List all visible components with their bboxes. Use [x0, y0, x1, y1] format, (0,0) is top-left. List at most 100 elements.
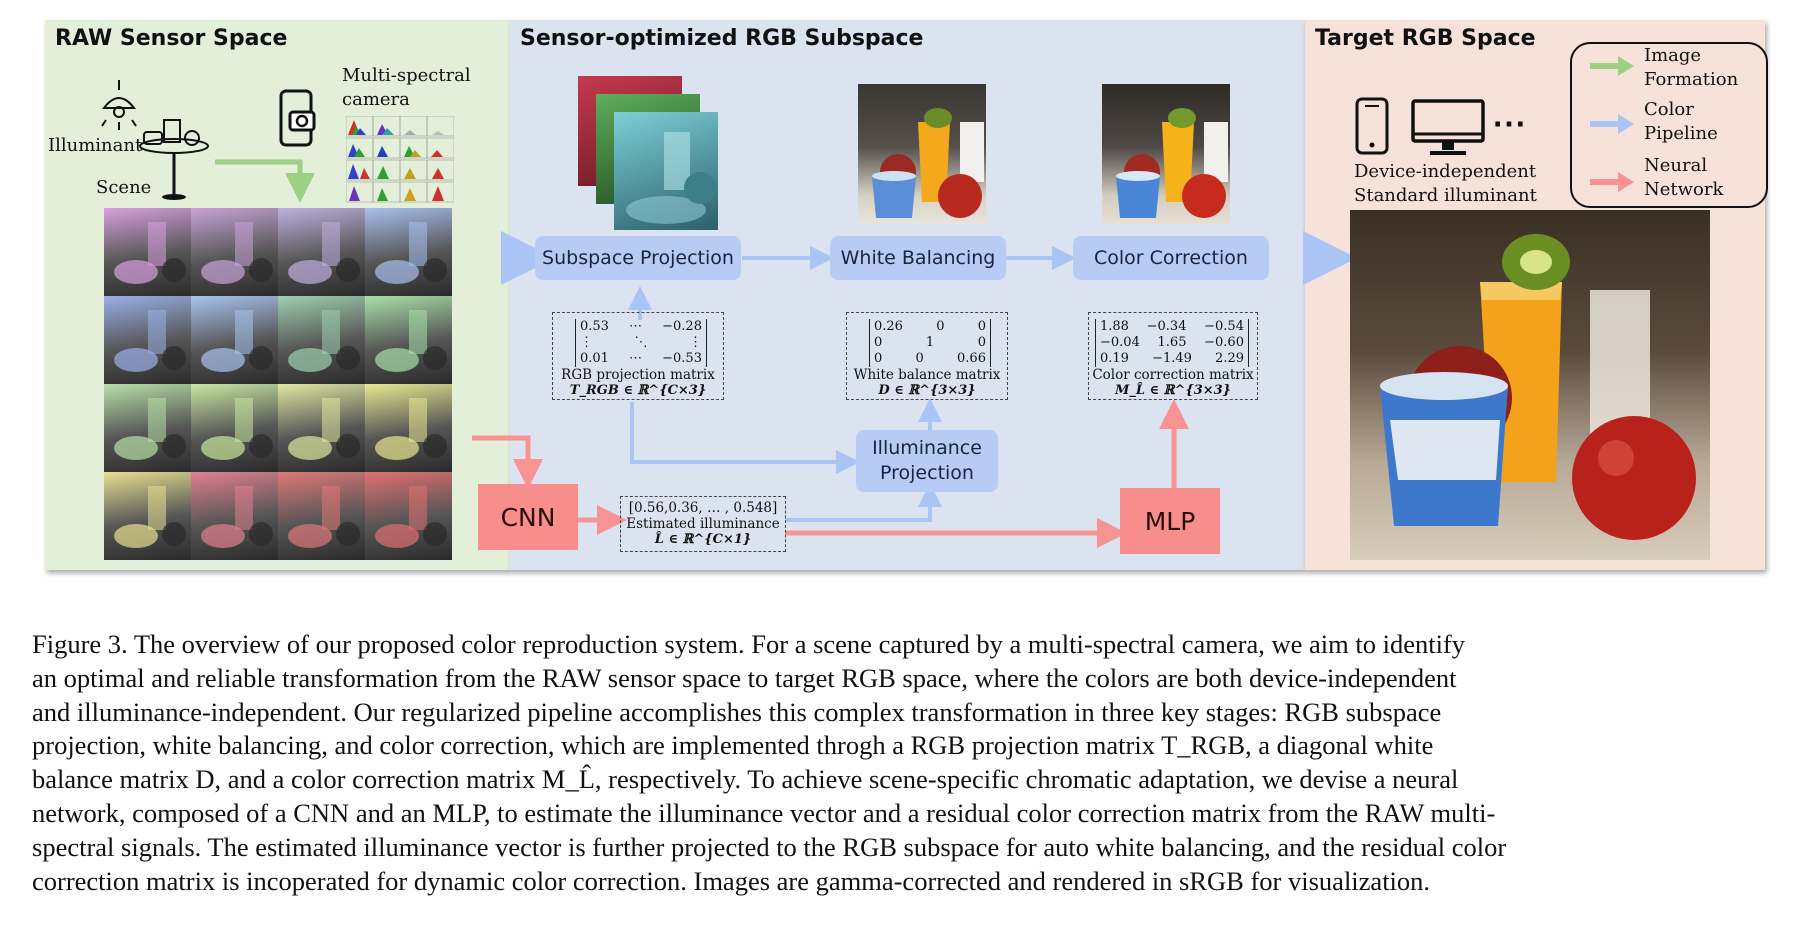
raw-panel-title: RAW Sensor Space [55, 26, 288, 51]
raw-channel-tile [104, 472, 191, 560]
device-independent-label: Device-independent [1354, 161, 1537, 182]
blue-arrow-matrix-to-illum [630, 402, 860, 474]
legend-image-formation-2: Formation [1644, 69, 1739, 90]
matrix-cell: 0 [874, 335, 883, 350]
raw-channel-tile [104, 296, 191, 384]
legend: Image Formation Color Pipeline Neural Ne… [1570, 42, 1768, 208]
raw-channel-tile [191, 296, 278, 384]
more-devices-ellipsis: ⋯ [1492, 104, 1526, 144]
matrix-cell: 0.19 [1100, 351, 1129, 366]
matrix-cell: 0.66 [957, 351, 986, 366]
illuminance-vector-values: [0.56,0.36, … , 0.548] [628, 500, 778, 516]
raw-channel-tile [278, 208, 365, 296]
matrix-cell: 0 [977, 335, 986, 350]
caption-line: projection, white balancing, and color c… [32, 730, 1434, 761]
mlp-box: MLP [1120, 488, 1220, 554]
illuminance-projection-label-1: Illuminance [872, 437, 982, 460]
white-balance-matrix-symbol: D ∈ ℝ^{3×3} [878, 383, 976, 398]
matrix-cell: 0.26 [874, 319, 903, 334]
smartphone-icon [1355, 97, 1389, 155]
matrix-cell: −0.04 [1100, 335, 1140, 350]
red-arrow-raw-to-cnn [472, 435, 543, 489]
color-correction-matrix-grid: 1.88 −0.34 −0.54 −0.04 1.65 −0.60 0.19 −1.49 2… [1095, 319, 1249, 367]
figure-caption: Figure 3. The overview of our proposed c… [32, 628, 1772, 898]
matrix-cell: −0.34 [1146, 319, 1187, 334]
rgb-projection-matrix-grid: 0.53⋯−0.28 ⋮⋱⋮ 0.01⋯−0.53 [575, 319, 707, 367]
white-balancing-box: White Balancing [830, 236, 1006, 280]
cnn-box: CNN [478, 484, 578, 550]
rgb-projection-matrix-label: RGB projection matrix [561, 367, 715, 383]
estimated-illuminance-vector: [0.56,0.36, … , 0.548] Estimated illumin… [620, 496, 786, 552]
legend-color-pipeline-2: Pipeline [1644, 123, 1718, 144]
illuminance-vector-label: Estimated illuminance [626, 516, 780, 532]
illuminant-label: Illuminant [48, 135, 143, 156]
rgb-projection-matrix-symbol: T_RGB ∈ ℝ^{C×3} [569, 383, 707, 398]
spectral-sensitivity-plots [346, 116, 454, 203]
raw-channel-tile [191, 384, 278, 472]
matrix-cell: −0.53 [662, 351, 702, 366]
matrix-cell: 0 [874, 351, 883, 366]
white-balance-matrix-label: White balance matrix [853, 367, 1001, 383]
matrix-cell: 0 [915, 351, 924, 366]
subspace-panel-title: Sensor-optimized RGB Subspace [520, 26, 924, 51]
color-corrected-photo [1102, 84, 1230, 224]
raw-channel-tile [278, 384, 365, 472]
matrix-cell: 2.29 [1215, 351, 1244, 366]
raw-channel-tile [278, 296, 365, 384]
target-panel-title: Target RGB Space [1315, 26, 1536, 51]
raw-channel-tile [104, 208, 191, 296]
scene-table-icon [139, 119, 209, 200]
caption-line: balance matrix D, and a color correction… [32, 764, 1459, 795]
raw-channel-tile [365, 208, 452, 296]
overview-figure: RAW Sensor Space Sensor-optimized RGB Su… [45, 20, 1768, 570]
raw-channel-tile [365, 296, 452, 384]
raw-multispectral-image-grid [104, 208, 452, 560]
scene-label: Scene [96, 177, 152, 198]
legend-color-pipeline-1: Color [1644, 99, 1694, 120]
white-balanced-photo [858, 84, 986, 224]
matrix-cell: −1.49 [1152, 351, 1192, 366]
arrows-layer [215, 159, 1357, 548]
color-correction-matrix: 1.88 −0.34 −0.54 −0.04 1.65 −0.60 0.19 −1.49 2… [1088, 312, 1258, 400]
raw-channel-tile [365, 472, 452, 560]
matrix-cell: 1 [925, 335, 935, 350]
camera-label-line-2: camera [342, 89, 410, 110]
matrix-cell: 0.53 [580, 319, 609, 334]
illuminance-projection-box: Illuminance Projection [856, 430, 998, 492]
matrix-cell: ⋮ [689, 335, 702, 350]
subspace-projection-box: Subspace Projection [535, 236, 741, 280]
matrix-cell: 0.01 [580, 351, 609, 366]
target-rgb-photo [1350, 210, 1710, 560]
raw-channel-tile [191, 472, 278, 560]
raw-channel-tile [278, 472, 365, 560]
legend-neural-network-1: Neural [1644, 155, 1708, 176]
matrix-cell: 1.65 [1157, 335, 1187, 350]
illuminance-projection-label-2: Projection [880, 462, 974, 484]
color-correction-matrix-symbol: M_L̂ ∈ ℝ^{3×3} [1114, 383, 1232, 398]
matrix-cell: ⋮ [580, 335, 593, 350]
matrix-cell: ⋯ [629, 351, 643, 366]
matrix-cell: −0.54 [1204, 319, 1244, 334]
illuminance-vector-symbol: L̂ ∈ ℝ^{C×1} [654, 532, 752, 547]
raw-channel-tile [104, 384, 191, 472]
color-correction-matrix-label: Color correction matrix [1092, 367, 1254, 383]
legend-arrows [1590, 56, 1634, 192]
caption-line: and illuminance-independent. Our regular… [32, 696, 1442, 727]
caption-line: an optimal and reliable transformation f… [32, 662, 1457, 693]
matrix-cell: 0 [936, 319, 945, 334]
caption-line: correction matrix is incoperated for dyn… [32, 865, 1431, 896]
color-correction-box: Color Correction [1073, 236, 1269, 280]
matrix-cell: −0.60 [1204, 335, 1244, 350]
camera-phone-icon [279, 89, 316, 147]
rgb-projection-matrix: 0.53⋯−0.28 ⋮⋱⋮ 0.01⋯−0.53 RGB projection… [552, 312, 724, 400]
legend-neural-network-2: Network [1644, 179, 1724, 200]
caption-line: network, composed of a CNN and an MLP, t… [32, 797, 1496, 828]
matrix-cell: 0 [977, 319, 986, 334]
camera-label-line-1: Multi-spectral [342, 65, 471, 86]
standard-illuminant-label: Standard illuminant [1354, 185, 1537, 206]
caption-line: spectral signals. The estimated illumina… [32, 831, 1507, 862]
matrix-cell: 1.88 [1100, 319, 1129, 334]
matrix-cell: ⋱ [634, 335, 648, 350]
